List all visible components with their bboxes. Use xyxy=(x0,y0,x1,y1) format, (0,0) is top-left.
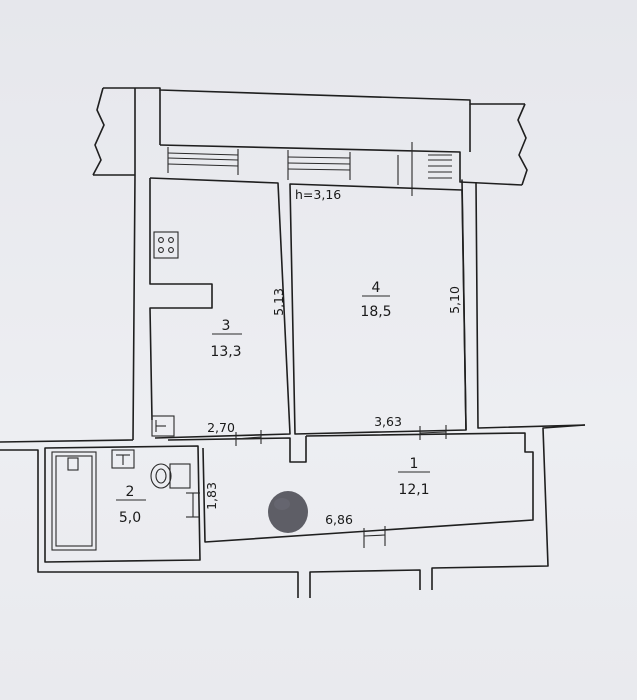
redaction-blot xyxy=(268,491,308,533)
room-3-area: 13,3 xyxy=(210,344,241,360)
room-2-area: 5,0 xyxy=(119,510,141,526)
ceiling-height-label: h=3,16 xyxy=(295,187,341,202)
bathroom-sink-icon xyxy=(111,449,135,469)
sink-icon xyxy=(151,415,175,437)
room-3-width-dimension: 2,70 xyxy=(207,420,235,435)
window-openings xyxy=(167,142,452,196)
toilet-icon xyxy=(150,463,191,489)
room-2-number: 2 xyxy=(126,484,135,500)
room-2-length-dimension: 1,83 xyxy=(204,482,219,510)
room-1-number: 1 xyxy=(410,456,419,472)
room-4-length-dimension: 5,10 xyxy=(447,286,462,314)
door-markers xyxy=(186,425,447,548)
room-4-width-dimension: 3,63 xyxy=(374,414,402,429)
stove-icon xyxy=(153,231,179,259)
room-1-area: 12,1 xyxy=(398,482,429,498)
bathtub-icon xyxy=(51,451,97,551)
interior-walls xyxy=(44,177,534,563)
room-3-number: 3 xyxy=(222,318,231,334)
room-4-number: 4 xyxy=(372,280,381,296)
room-1-length-dimension: 6,86 xyxy=(325,512,353,527)
room-4-area: 18,5 xyxy=(360,304,391,320)
room-3-length-dimension: 5,13 xyxy=(271,288,286,316)
